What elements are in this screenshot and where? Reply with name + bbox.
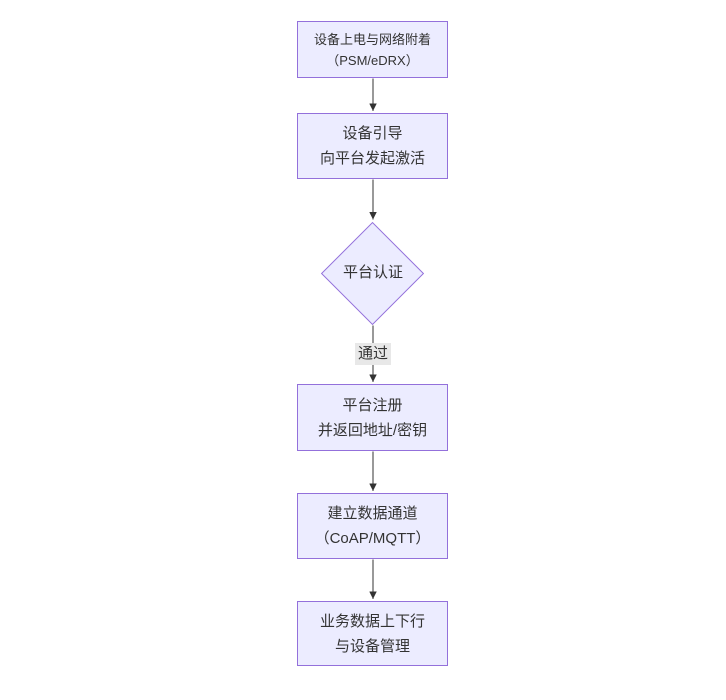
node-power-attach-line2: （PSM/eDRX） [326, 52, 419, 68]
node-data-channel: 建立数据通道 （CoAP/MQTT） [297, 493, 448, 559]
node-power-attach-line1: 设备上电与网络附着 [313, 31, 431, 47]
node-bootstrap: 设备引导 向平台发起激活 [297, 113, 448, 179]
node-platform-register: 平台注册 并返回地址/密钥 [297, 384, 448, 451]
node-power-attach: 设备上电与网络附着 （PSM/eDRX） [297, 21, 448, 78]
node-platform-register-line1: 平台注册 [342, 396, 403, 414]
node-bootstrap-line1: 设备引导 [342, 125, 403, 142]
node-data-channel-line2: （CoAP/MQTT） [314, 530, 431, 547]
node-platform-register-line2: 并返回地址/密钥 [317, 421, 428, 439]
node-business-data: 业务数据上下行 与设备管理 [297, 601, 448, 666]
node-business-data-line1: 业务数据上下行 [319, 612, 425, 630]
edge-label-pass: 通过 [354, 343, 392, 365]
node-business-data-line2: 与设备管理 [334, 637, 410, 655]
node-platform-auth-label: 平台认证 [342, 264, 403, 281]
node-bootstrap-line2: 向平台发起激活 [319, 150, 425, 167]
node-data-channel-line1: 建立数据通道 [327, 505, 418, 522]
